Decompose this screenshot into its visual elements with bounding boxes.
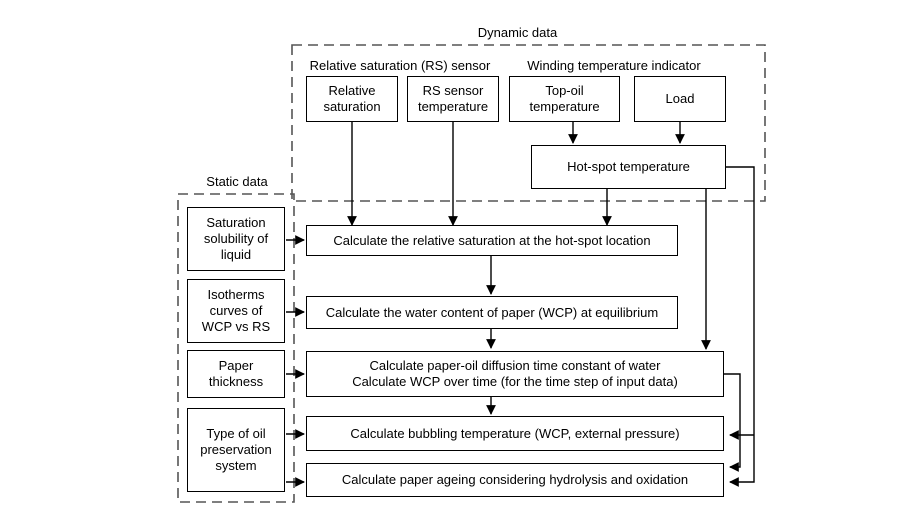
oil-preservation-box: Type of oil preservation system bbox=[187, 408, 285, 492]
saturation-solubility-box: Saturation solubility of liquid bbox=[187, 207, 285, 271]
load-box: Load bbox=[634, 76, 726, 122]
dynamic-data-frame bbox=[291, 44, 766, 202]
step2-label: Calculate the water content of paper (WC… bbox=[325, 304, 659, 320]
dynamic-data-title: Dynamic data bbox=[477, 25, 558, 40]
relative-saturation-box: Relative saturation bbox=[306, 76, 398, 122]
step5-label: Calculate paper ageing considering hydro… bbox=[341, 472, 689, 487]
step3-label: Calculate paper-oil diffusion time const… bbox=[352, 358, 678, 389]
oil-preservation-label: Type of oil preservation system bbox=[200, 426, 272, 473]
static-data-frame bbox=[177, 193, 295, 503]
winding-indicator-title: Winding temperature indicator bbox=[527, 58, 701, 73]
step-relative-saturation-hot-spot: Calculate the relative saturation at the… bbox=[306, 225, 678, 256]
step-bubbling-temperature: Calculate bubbling temperature (WCP, ext… bbox=[306, 416, 724, 451]
step4-label: Calculate bubbling temperature (WCP, ext… bbox=[350, 425, 680, 441]
rs-sensor-temperature-box: RS sensor temperature bbox=[407, 76, 499, 122]
arrow-hotspot-to-step5 bbox=[726, 166, 755, 487]
arrow-step3-to-step5 bbox=[724, 373, 741, 472]
step-diffusion-wcp-over-time: Calculate paper-oil diffusion time const… bbox=[306, 351, 724, 397]
paper-thickness-label: Paper thickness bbox=[208, 358, 264, 389]
isotherms-box: Isotherms curves of WCP vs RS bbox=[187, 279, 285, 343]
step-wcp-equilibrium: Calculate the water content of paper (WC… bbox=[306, 296, 678, 329]
top-oil-temperature-box: Top-oil temperature bbox=[509, 76, 620, 122]
step1-label: Calculate the relative saturation at the… bbox=[333, 232, 651, 248]
hot-spot-temperature-box: Hot-spot temperature bbox=[531, 145, 726, 189]
step-paper-ageing: Calculate paper ageing considering hydro… bbox=[306, 463, 724, 497]
relative-saturation-label: Relative saturation bbox=[323, 83, 381, 114]
top-oil-temperature-label: Top-oil temperature bbox=[529, 83, 600, 114]
rs-sensor-title: Relative saturation (RS) sensor bbox=[309, 58, 491, 73]
static-data-title: Static data bbox=[206, 174, 268, 189]
rs-sensor-temperature-label: RS sensor temperature bbox=[417, 83, 489, 114]
load-label: Load bbox=[665, 91, 695, 106]
paper-thickness-box: Paper thickness bbox=[187, 350, 285, 398]
isotherms-label: Isotherms curves of WCP vs RS bbox=[201, 287, 271, 334]
saturation-solubility-label: Saturation solubility of liquid bbox=[203, 215, 269, 262]
hot-spot-temperature-label: Hot-spot temperature bbox=[567, 159, 690, 174]
